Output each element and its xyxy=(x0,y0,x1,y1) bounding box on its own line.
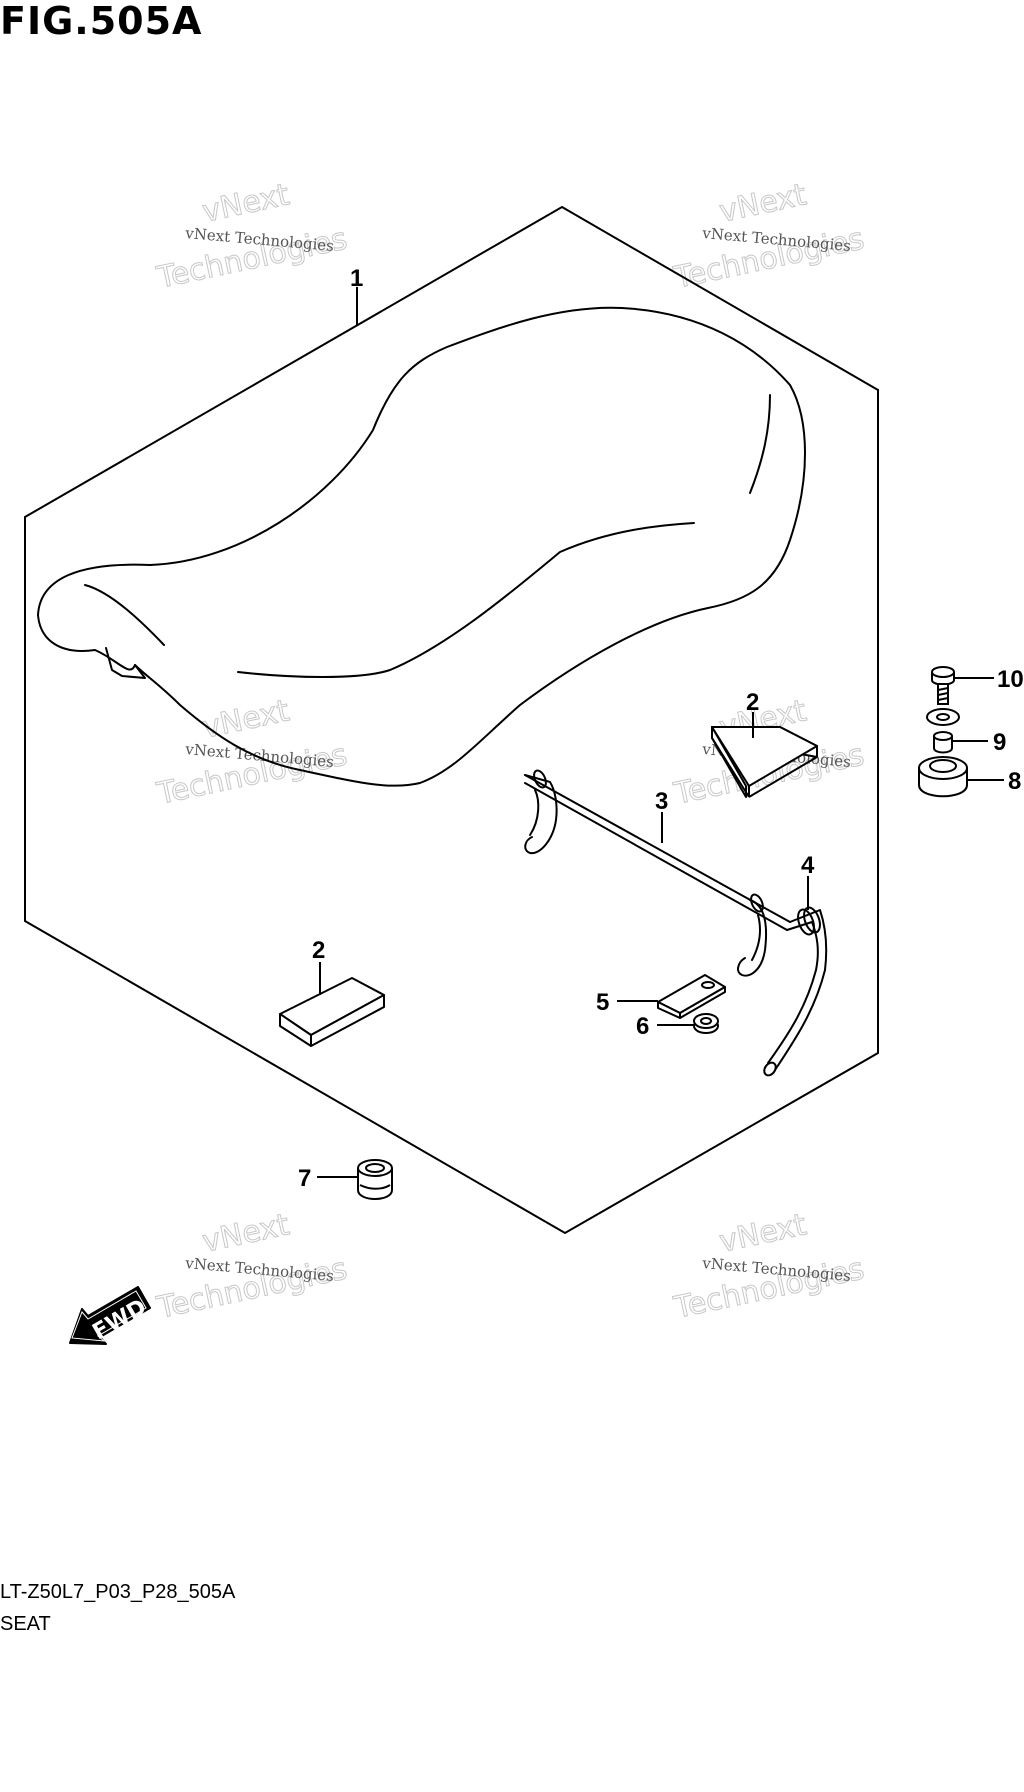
watermark-big-top: vNext xyxy=(199,1207,292,1260)
watermark-big-top: vNext xyxy=(199,177,292,230)
callout-8: 8 xyxy=(1008,768,1021,795)
callout-2-upper: 2 xyxy=(746,689,759,716)
callout-7: 7 xyxy=(298,1165,311,1192)
plate-part xyxy=(657,974,726,1019)
model-code: LT-Z50L7_P03_P28_505A xyxy=(0,1581,236,1603)
washer-part xyxy=(926,708,960,726)
watermark-bottom-left: vNext Technologies vNext Technologies xyxy=(153,1207,351,1327)
callout-1: 1 xyxy=(350,265,363,292)
figure-title: FIG.505A xyxy=(0,0,203,43)
pad-part-upper xyxy=(711,726,818,798)
leader-lines xyxy=(317,287,1004,1178)
assembly-outline xyxy=(24,205,879,1235)
callout-4: 4 xyxy=(801,852,815,879)
watermark-mid-left: vNext Technologies vNext Technologies xyxy=(153,693,351,813)
pad-part-lower xyxy=(279,977,385,1047)
watermark-bottom-right: vNext Technologies vNext Technologies xyxy=(670,1207,868,1327)
callout-10: 10 xyxy=(997,666,1024,693)
watermark-big-top: vNext xyxy=(716,177,809,230)
callout-2-lower: 2 xyxy=(312,937,325,964)
rod-part xyxy=(524,769,828,1077)
fwd-arrow-icon xyxy=(69,1286,151,1345)
watermark-big-top: vNext xyxy=(199,693,292,746)
collar-part xyxy=(918,756,968,798)
watermark-top-left: vNext Technologies vNext Technologies xyxy=(153,177,351,297)
callout-3: 3 xyxy=(655,788,668,815)
nut-part xyxy=(693,1013,719,1034)
seat-part xyxy=(37,306,806,787)
bolt-part xyxy=(931,666,955,705)
spacer-part xyxy=(933,731,953,754)
fwd-arrow: FWD xyxy=(69,1286,151,1345)
section-name: SEAT xyxy=(0,1613,51,1635)
watermark-top-right: vNext Technologies vNext Technologies xyxy=(670,177,868,297)
callout-6: 6 xyxy=(636,1013,649,1040)
cushion-part xyxy=(357,1159,393,1200)
callout-5: 5 xyxy=(596,989,609,1016)
watermark-big-top: vNext xyxy=(716,1207,809,1260)
callout-9: 9 xyxy=(993,729,1006,756)
